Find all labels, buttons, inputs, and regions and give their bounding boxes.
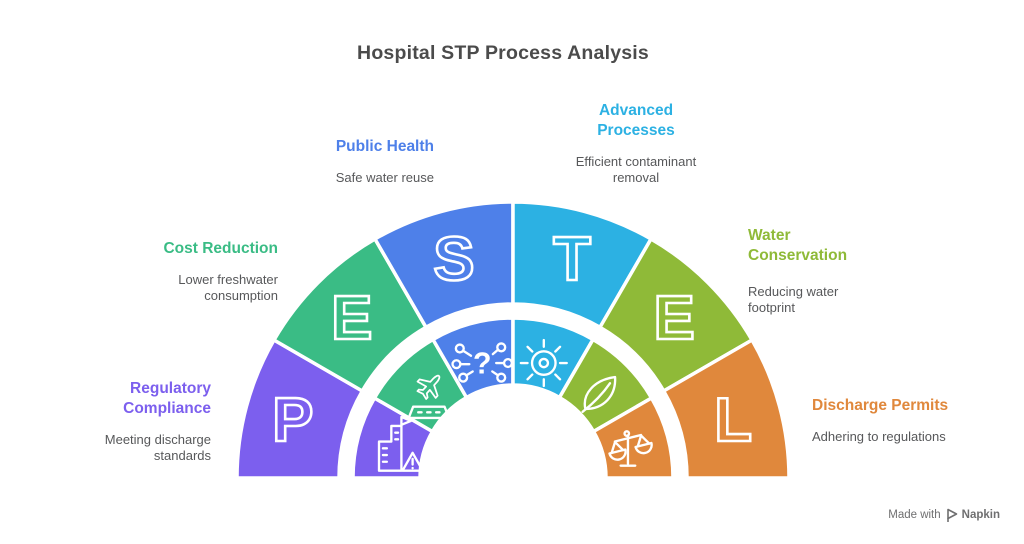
- label-title: Cost Reduction: [163, 240, 278, 257]
- label-title: Water Conservation: [748, 227, 848, 264]
- segment-5-letter: L: [714, 386, 752, 455]
- label-description: Safe water reuse: [335, 169, 434, 185]
- segment-5-outer-band: [661, 337, 791, 480]
- label-title: Discharge Permits: [812, 397, 949, 414]
- watermark-brand: Napkin: [961, 509, 1000, 521]
- watermark-text: Made with: [888, 509, 941, 521]
- leaf-icon: [581, 375, 617, 413]
- segment-3-letter: T: [553, 225, 591, 294]
- segment-2-letter: S: [433, 225, 474, 294]
- label-description: Adhering to regulations: [812, 428, 946, 444]
- label-title: Public Health: [335, 138, 434, 155]
- napkin-logo-icon: [945, 508, 958, 523]
- scales-icon: [608, 430, 653, 467]
- label-discharge-permits: Discharge Permits Adhering to regulation…: [812, 396, 1002, 445]
- watermark[interactable]: Made with Napkin: [888, 508, 1000, 523]
- page-title: Hospital STP Process Analysis: [357, 42, 649, 64]
- building-warning-icon: [377, 415, 424, 472]
- label-water-conservation: Water Conservation Reducing water footpr…: [748, 226, 873, 316]
- label-description: Lower freshwater consumption: [178, 271, 278, 304]
- label-description: Efficient contaminant removal: [575, 153, 697, 185]
- label-description: Meeting discharge standards: [104, 431, 211, 463]
- label-public-health: Public Health Safe water reuse: [244, 137, 434, 186]
- label-advanced-processes: Advanced Processes Efficient contaminant…: [556, 101, 716, 186]
- airplane-runway-icon: [407, 374, 451, 420]
- label-title: Advanced Processes: [597, 102, 675, 139]
- network-question-icon: ?: [451, 342, 514, 383]
- label-regulatory-compliance: Regulatory Compliance Meeting discharge …: [41, 379, 211, 464]
- segment-4-letter: E: [654, 284, 695, 353]
- segment-0-letter: P: [272, 386, 313, 455]
- label-cost-reduction: Cost Reduction Lower freshwater consumpt…: [98, 239, 278, 304]
- label-title: Regulatory Compliance: [123, 380, 211, 417]
- label-description: Reducing water footprint: [748, 283, 839, 315]
- svg-text:?: ?: [473, 348, 491, 381]
- sun-icon: [519, 338, 568, 388]
- segment-1-letter: E: [331, 284, 372, 353]
